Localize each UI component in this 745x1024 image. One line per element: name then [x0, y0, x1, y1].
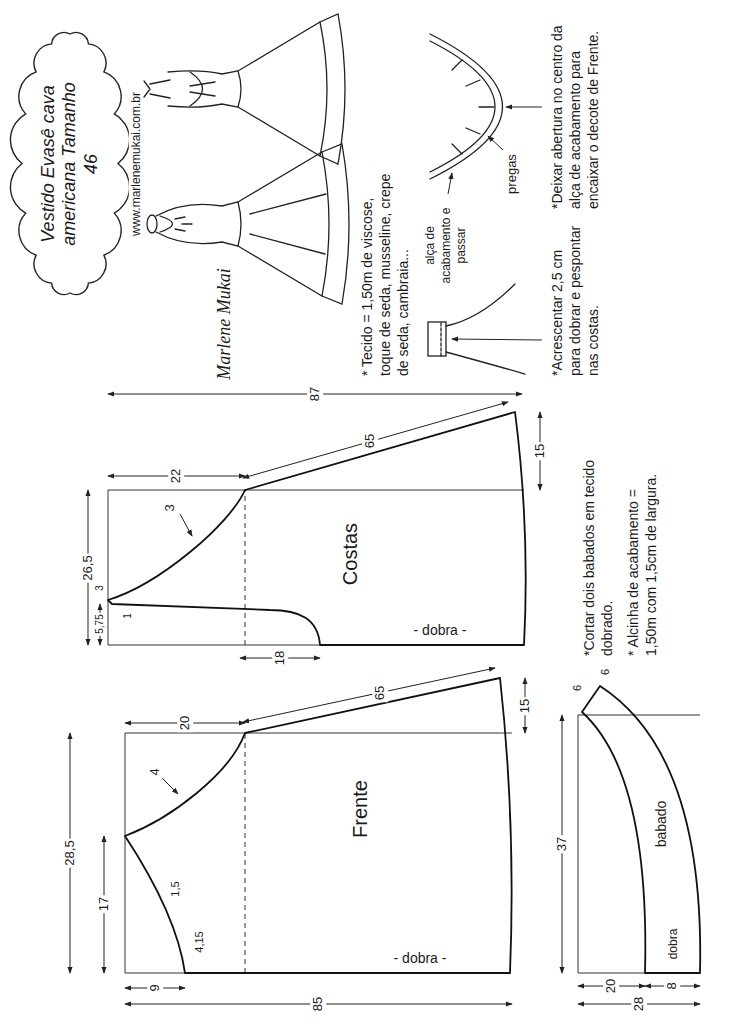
instruction-note: *Acrescentar 2,5 cm para dobrar e pespon…: [548, 221, 603, 376]
instruction-note: * Alcinha de acabamento = 1,50m com 1,5c…: [624, 456, 660, 656]
website-url: www.marlenemukai.com.br: [129, 90, 143, 238]
piece-name: Costas: [338, 523, 362, 585]
cloud-outline: [10, 33, 129, 295]
dimension-label: 18: [272, 649, 288, 667]
dimension-label: 28,5: [62, 838, 78, 867]
leader-line: [448, 173, 452, 194]
dimension-label: 9: [147, 982, 163, 993]
dimension-label: 6: [571, 683, 584, 693]
dimension-label: 22: [168, 467, 184, 485]
dimension-label: 85: [310, 995, 326, 1013]
dimension-label: 28: [631, 995, 647, 1013]
dimension-label: 65: [372, 684, 388, 702]
waist-line: [245, 490, 246, 645]
dimension-label: 4: [147, 766, 163, 777]
piece-outline: [108, 412, 526, 645]
fabric-note: * Tecido = 1,50m de viscose, toque de se…: [358, 171, 413, 376]
ruffle-piece: babado dobra: [574, 680, 706, 978]
callout-label: alça de acabamento e passar: [423, 198, 470, 293]
fold-label: dobra: [666, 929, 680, 960]
callout-label: pregas: [504, 152, 520, 196]
dimension-label: 15: [517, 697, 533, 715]
piece-name: babado: [653, 801, 670, 848]
neckline-pleats-detail: [430, 34, 503, 179]
pattern-piece: Costas - dobra -: [104, 398, 532, 648]
curve-depth-arrow: [180, 514, 192, 536]
dimension-label: 3: [162, 502, 178, 513]
dimension-label: 87: [307, 385, 323, 403]
fold-label: - dobra -: [414, 622, 467, 639]
dimension-label: 3: [94, 583, 106, 593]
instruction-note: *Cortar dois babados em tecido dobrado.: [580, 456, 616, 656]
dimension-line: [243, 402, 508, 478]
fold-label: - dobra -: [394, 950, 447, 967]
dimension-label: 65: [362, 432, 378, 450]
instruction-note: *Deixar abertura no centro da alça de ac…: [548, 19, 603, 209]
dimension-label: 37: [554, 835, 570, 853]
piece-outline: [125, 678, 512, 973]
dimension-label: 20: [177, 714, 193, 732]
title-cloud: Vestido Evasê cava americana Tamanho 46: [12, 25, 128, 304]
dimension-label: 6: [599, 667, 612, 677]
curve-depth-arrow: [162, 778, 178, 794]
dimension-label: 15: [532, 442, 548, 460]
waist-line: [245, 733, 246, 973]
dress-front-sketch: [147, 144, 349, 304]
title-text: Vestido Evasê cava americana Tamanho 46: [38, 74, 103, 254]
dimension-label: 26,5: [80, 553, 96, 582]
piece-outline-layer: [574, 680, 706, 978]
guide-line: [125, 733, 512, 973]
strap-back-detail: [428, 284, 525, 374]
leader-line: [452, 339, 542, 340]
piece-outline-layer: [104, 398, 532, 648]
piece-outline: [582, 686, 700, 973]
dimension-label: 20: [603, 977, 619, 995]
piece-name: Frente: [348, 780, 372, 838]
dimension-label: 8: [664, 980, 680, 991]
dimension-label: 17: [96, 895, 112, 913]
dimension-label: 5,75: [94, 612, 106, 635]
dimension-label: 4,15: [193, 929, 206, 954]
dimension-label: 1,5: [169, 879, 182, 898]
leader-line: [488, 136, 503, 150]
dress-back-sketch: [144, 14, 345, 164]
signature: Marlene Mukai: [214, 266, 236, 381]
dimension-label: 1: [122, 611, 134, 621]
leader-line: [506, 107, 542, 108]
dimension-line: [243, 668, 495, 722]
